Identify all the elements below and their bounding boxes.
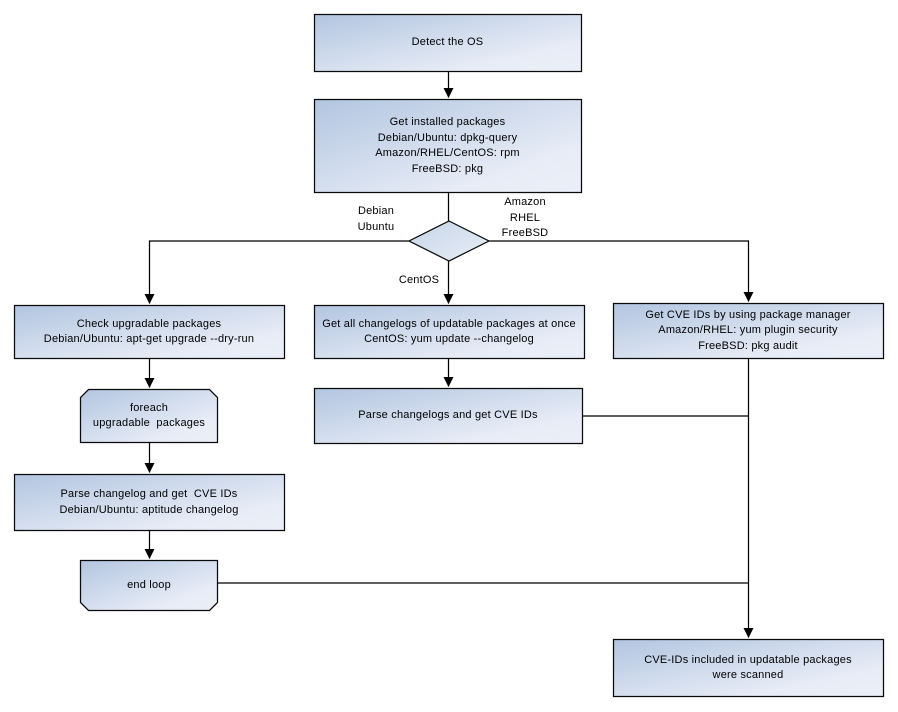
node-get-cve-ids-package-manager — [612, 302, 885, 360]
node-cve-ids-scanned — [612, 638, 885, 698]
node-get-installed-packages — [313, 98, 583, 194]
node-parse-changelog-debian — [13, 473, 286, 532]
label-detect-os: Detect the OS — [411, 36, 484, 49]
node-parse-changelogs-centos — [313, 387, 584, 445]
label-get-all-changelogs: Get all changelogs of updatable packages… — [322, 317, 576, 346]
node-os-decision-diamond — [407, 220, 491, 262]
edge-decision-to-get-cve-ids — [489, 240, 754, 302]
node-detect-os — [313, 13, 583, 73]
label-end-loop: end loop — [127, 578, 171, 591]
node-get-all-changelogs — [313, 304, 586, 360]
edge-decision-to-check-upgradable — [144, 240, 409, 304]
node-check-upgradable-packages — [13, 304, 286, 360]
label-parse-changelogs-centos: Parse changelogs and get CVE IDs — [358, 409, 538, 422]
node-foreach-loop — [79, 388, 219, 444]
node-end-loop — [79, 559, 219, 612]
edge-label-centos: CentOS — [398, 274, 440, 286]
